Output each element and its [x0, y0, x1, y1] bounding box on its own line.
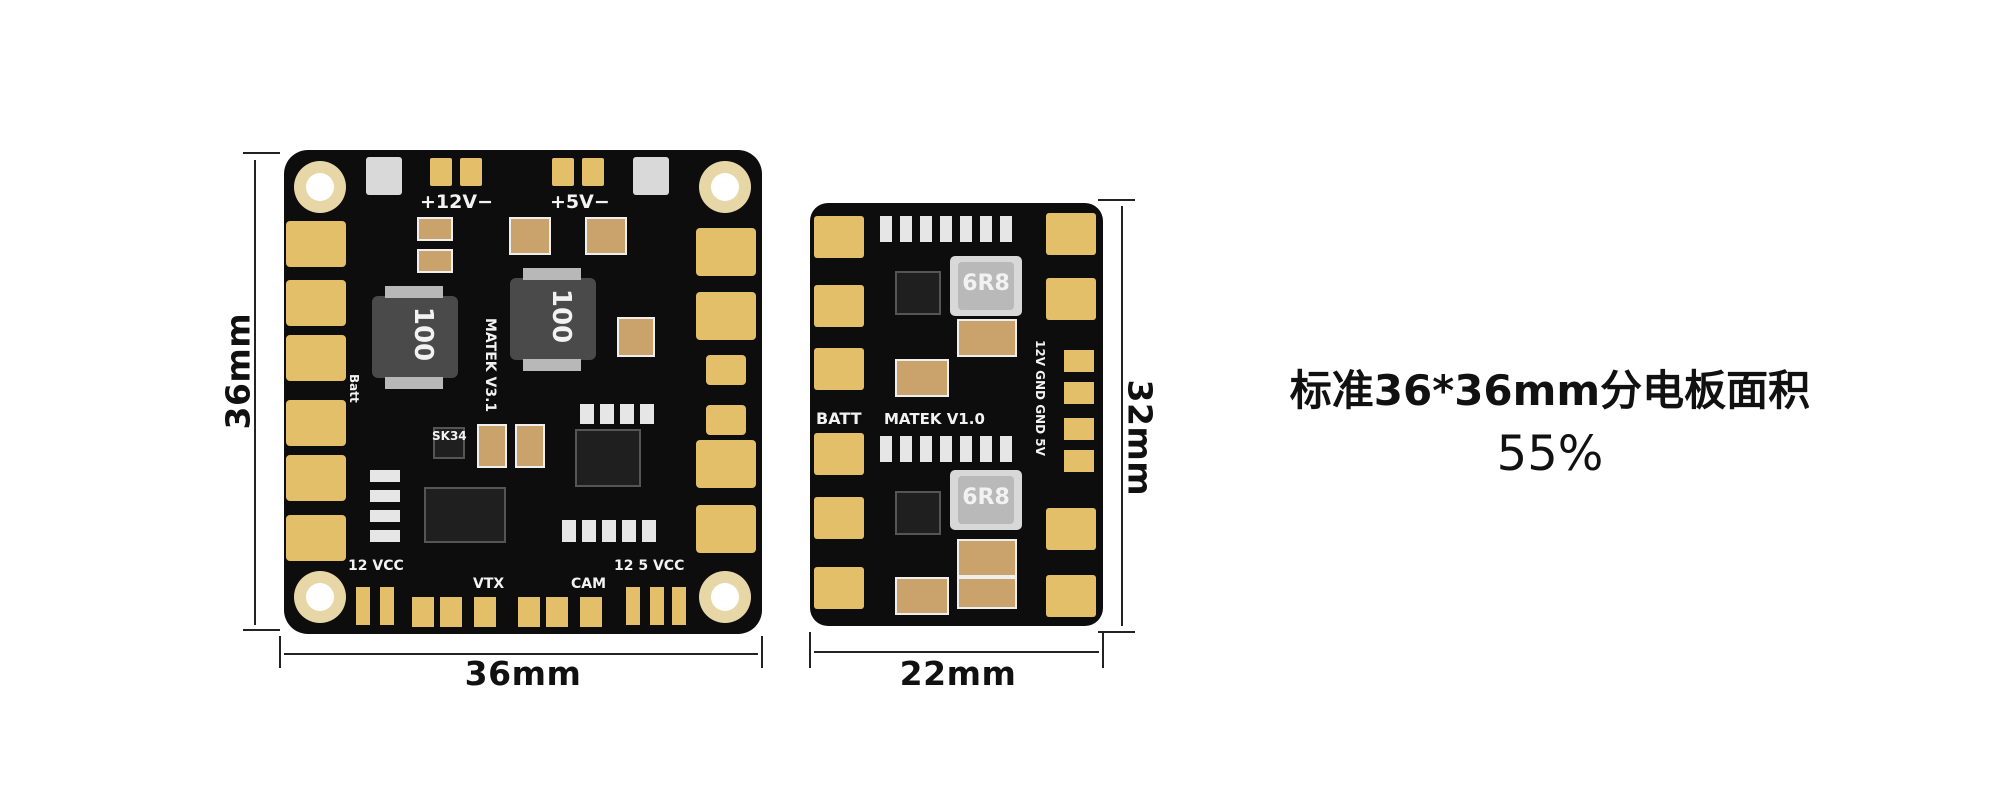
- right-board-height-label: 32mm: [1120, 379, 1160, 497]
- inductor-100-1: [372, 286, 458, 389]
- inductor-code-1: 100: [408, 307, 438, 361]
- mounting-hole: [294, 161, 346, 213]
- ic-chips: [424, 427, 641, 543]
- top-pads: [430, 158, 604, 186]
- silk-chip: SK34: [432, 429, 467, 443]
- inductor-code-4: 6R8: [962, 485, 1010, 510]
- resistor-arrays: [370, 404, 656, 542]
- caption-line-2: 55%: [1496, 426, 1604, 482]
- silk-board-name-right: MATEK V1.0: [884, 410, 985, 428]
- silk-12vcc: 12 VCC: [348, 558, 404, 574]
- left-dimension-lines: [243, 152, 763, 668]
- right-board-ics: [895, 271, 941, 535]
- inductor-100-2: [510, 268, 596, 371]
- right-board-capacitors: [895, 319, 1017, 615]
- silk-12v: +12V−: [420, 191, 493, 213]
- smd-capacitors: [417, 217, 655, 468]
- right-dimension-lines: [809, 199, 1135, 668]
- mounting-hole: [699, 571, 751, 623]
- right-board-right-pads: [1046, 213, 1096, 617]
- inductor-code-3: 6R8: [962, 271, 1010, 296]
- silk-side-labels: 12V GND GND 5V: [1033, 340, 1047, 457]
- silk-cam: CAM: [571, 576, 606, 592]
- silk-batt-right: BATT: [816, 409, 862, 428]
- silk-batt: Batt: [347, 374, 361, 403]
- right-board-resistors: [880, 216, 1012, 462]
- right-board-width-label: 22mm: [899, 654, 1017, 693]
- inductor-code-2: 100: [546, 289, 576, 343]
- caption-line-1: 标准36*36mm分电板面积: [1289, 366, 1811, 415]
- bottom-pads: [356, 587, 686, 627]
- left-board-width-label: 36mm: [464, 654, 582, 693]
- right-board-left-pads: [814, 216, 864, 609]
- smd-leds: [366, 157, 669, 195]
- mounting-hole: [699, 161, 751, 213]
- left-pcb-board: +12V− +5V− 100 100 MATEK V3.1 Batt 12 VC…: [284, 150, 762, 634]
- silk-12-5-vcc: 12 5 VCC: [614, 558, 684, 574]
- right-power-pads: [696, 228, 756, 553]
- silk-5v: +5V−: [550, 191, 610, 213]
- right-pcb-board: 6R8 6R8 BATT MATEK V1.0 12V GND GND 5V: [810, 203, 1103, 626]
- inductor-6r8-2: [950, 470, 1022, 530]
- inductor-6r8-1: [950, 256, 1022, 316]
- mounting-hole: [294, 571, 346, 623]
- left-power-pads: [286, 221, 346, 561]
- silk-vtx: VTX: [473, 576, 504, 592]
- silk-board-name: MATEK V3.1: [482, 318, 498, 412]
- left-board-height-label: 36mm: [218, 312, 258, 430]
